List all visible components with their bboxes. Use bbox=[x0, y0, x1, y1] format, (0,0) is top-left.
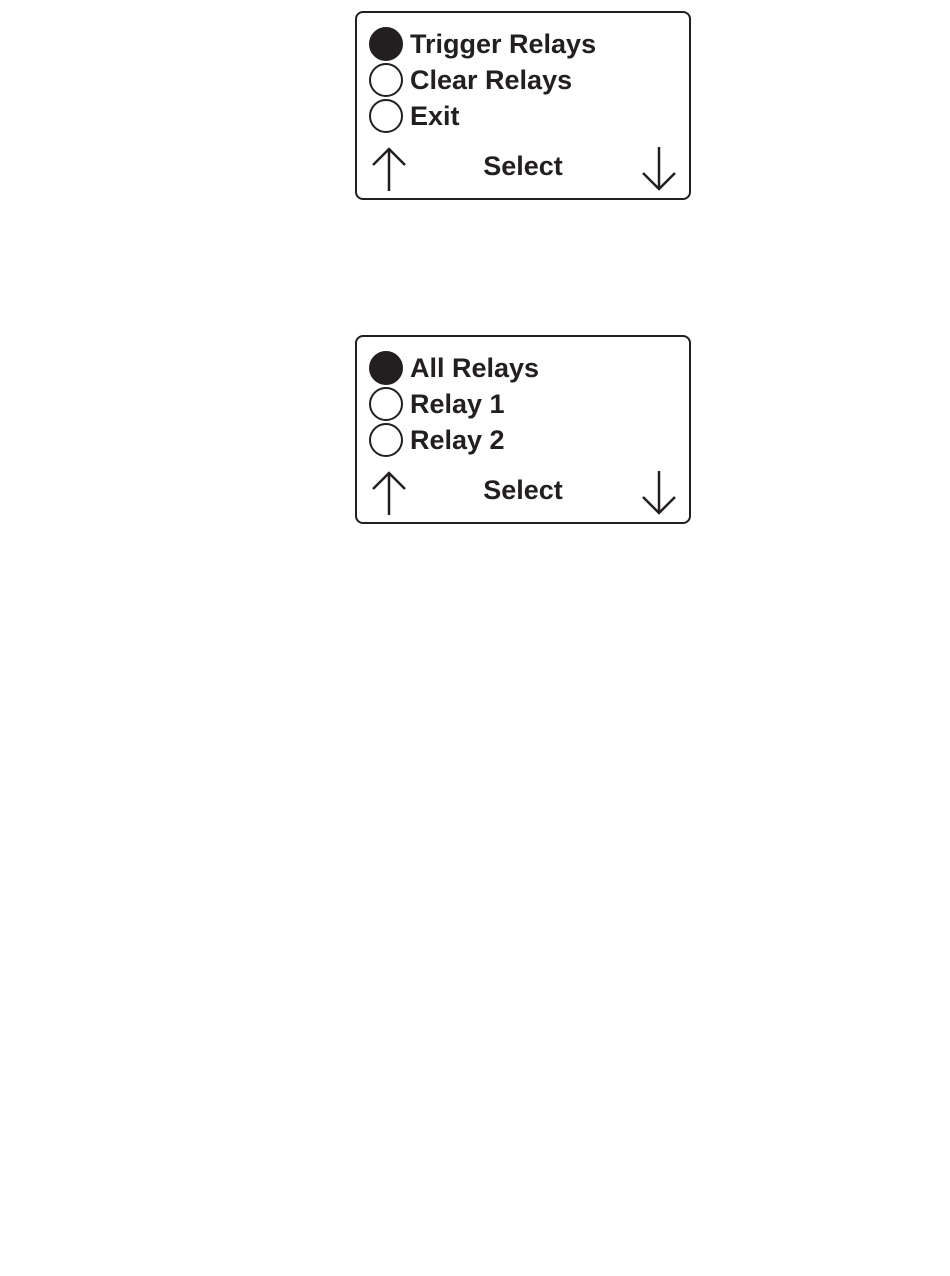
menu-item-label: Relay 1 bbox=[410, 391, 505, 418]
menu-item-label: Exit bbox=[410, 103, 460, 130]
menu-item-label: Trigger Relays bbox=[410, 31, 596, 58]
radio-unselected-icon bbox=[369, 423, 403, 457]
arrow-down-icon[interactable] bbox=[639, 145, 679, 193]
menu-item-label: All Relays bbox=[410, 355, 539, 382]
lcd-screen-relay-menu: Trigger Relays Clear Relays Exit Select bbox=[355, 11, 691, 200]
radio-unselected-icon bbox=[369, 63, 403, 97]
menu-item-clear-relays[interactable]: Clear Relays bbox=[369, 62, 572, 98]
menu-item-label: Clear Relays bbox=[410, 67, 572, 94]
radio-selected-icon bbox=[369, 351, 403, 385]
menu-item-relay-2[interactable]: Relay 2 bbox=[369, 422, 505, 458]
menu-item-relay-1[interactable]: Relay 1 bbox=[369, 386, 505, 422]
lcd-screen-relay-select: All Relays Relay 1 Relay 2 Select bbox=[355, 335, 691, 524]
radio-selected-icon bbox=[369, 27, 403, 61]
menu-item-trigger-relays[interactable]: Trigger Relays bbox=[369, 26, 596, 62]
radio-unselected-icon bbox=[369, 99, 403, 133]
arrow-down-icon[interactable] bbox=[639, 469, 679, 517]
menu-item-label: Relay 2 bbox=[410, 427, 505, 454]
menu-item-exit[interactable]: Exit bbox=[369, 98, 460, 134]
radio-unselected-icon bbox=[369, 387, 403, 421]
menu-item-all-relays[interactable]: All Relays bbox=[369, 350, 539, 386]
